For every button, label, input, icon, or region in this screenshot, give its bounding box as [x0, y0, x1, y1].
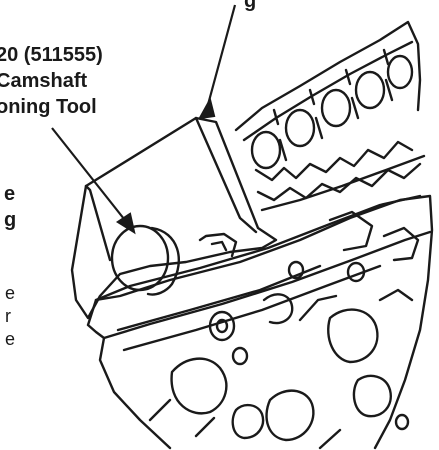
tool-label-line-3: oning Tool: [0, 96, 97, 118]
leader-line-tool: [51, 127, 129, 225]
top-label: g: [244, 0, 257, 12]
camshaft-assembly: [234, 20, 426, 212]
leader-arrowhead-top: [197, 97, 216, 120]
positioning-tool-plate: [70, 116, 278, 320]
side-label-line-2: g: [4, 209, 17, 231]
tool-label-line-2: Camshaft: [0, 70, 88, 92]
tool-plug: [110, 224, 170, 292]
head-ports: [116, 210, 420, 450]
body-text-line-2: r: [5, 306, 11, 326]
tool-label-line-1: 20 (511555): [0, 44, 103, 66]
body-text-line-3: e: [5, 329, 16, 349]
body-text-line-1: e: [5, 283, 16, 303]
leader-arrowhead-tool: [115, 212, 136, 235]
leader-line-top: [204, 4, 237, 113]
side-label-line-1: e: [4, 183, 16, 205]
